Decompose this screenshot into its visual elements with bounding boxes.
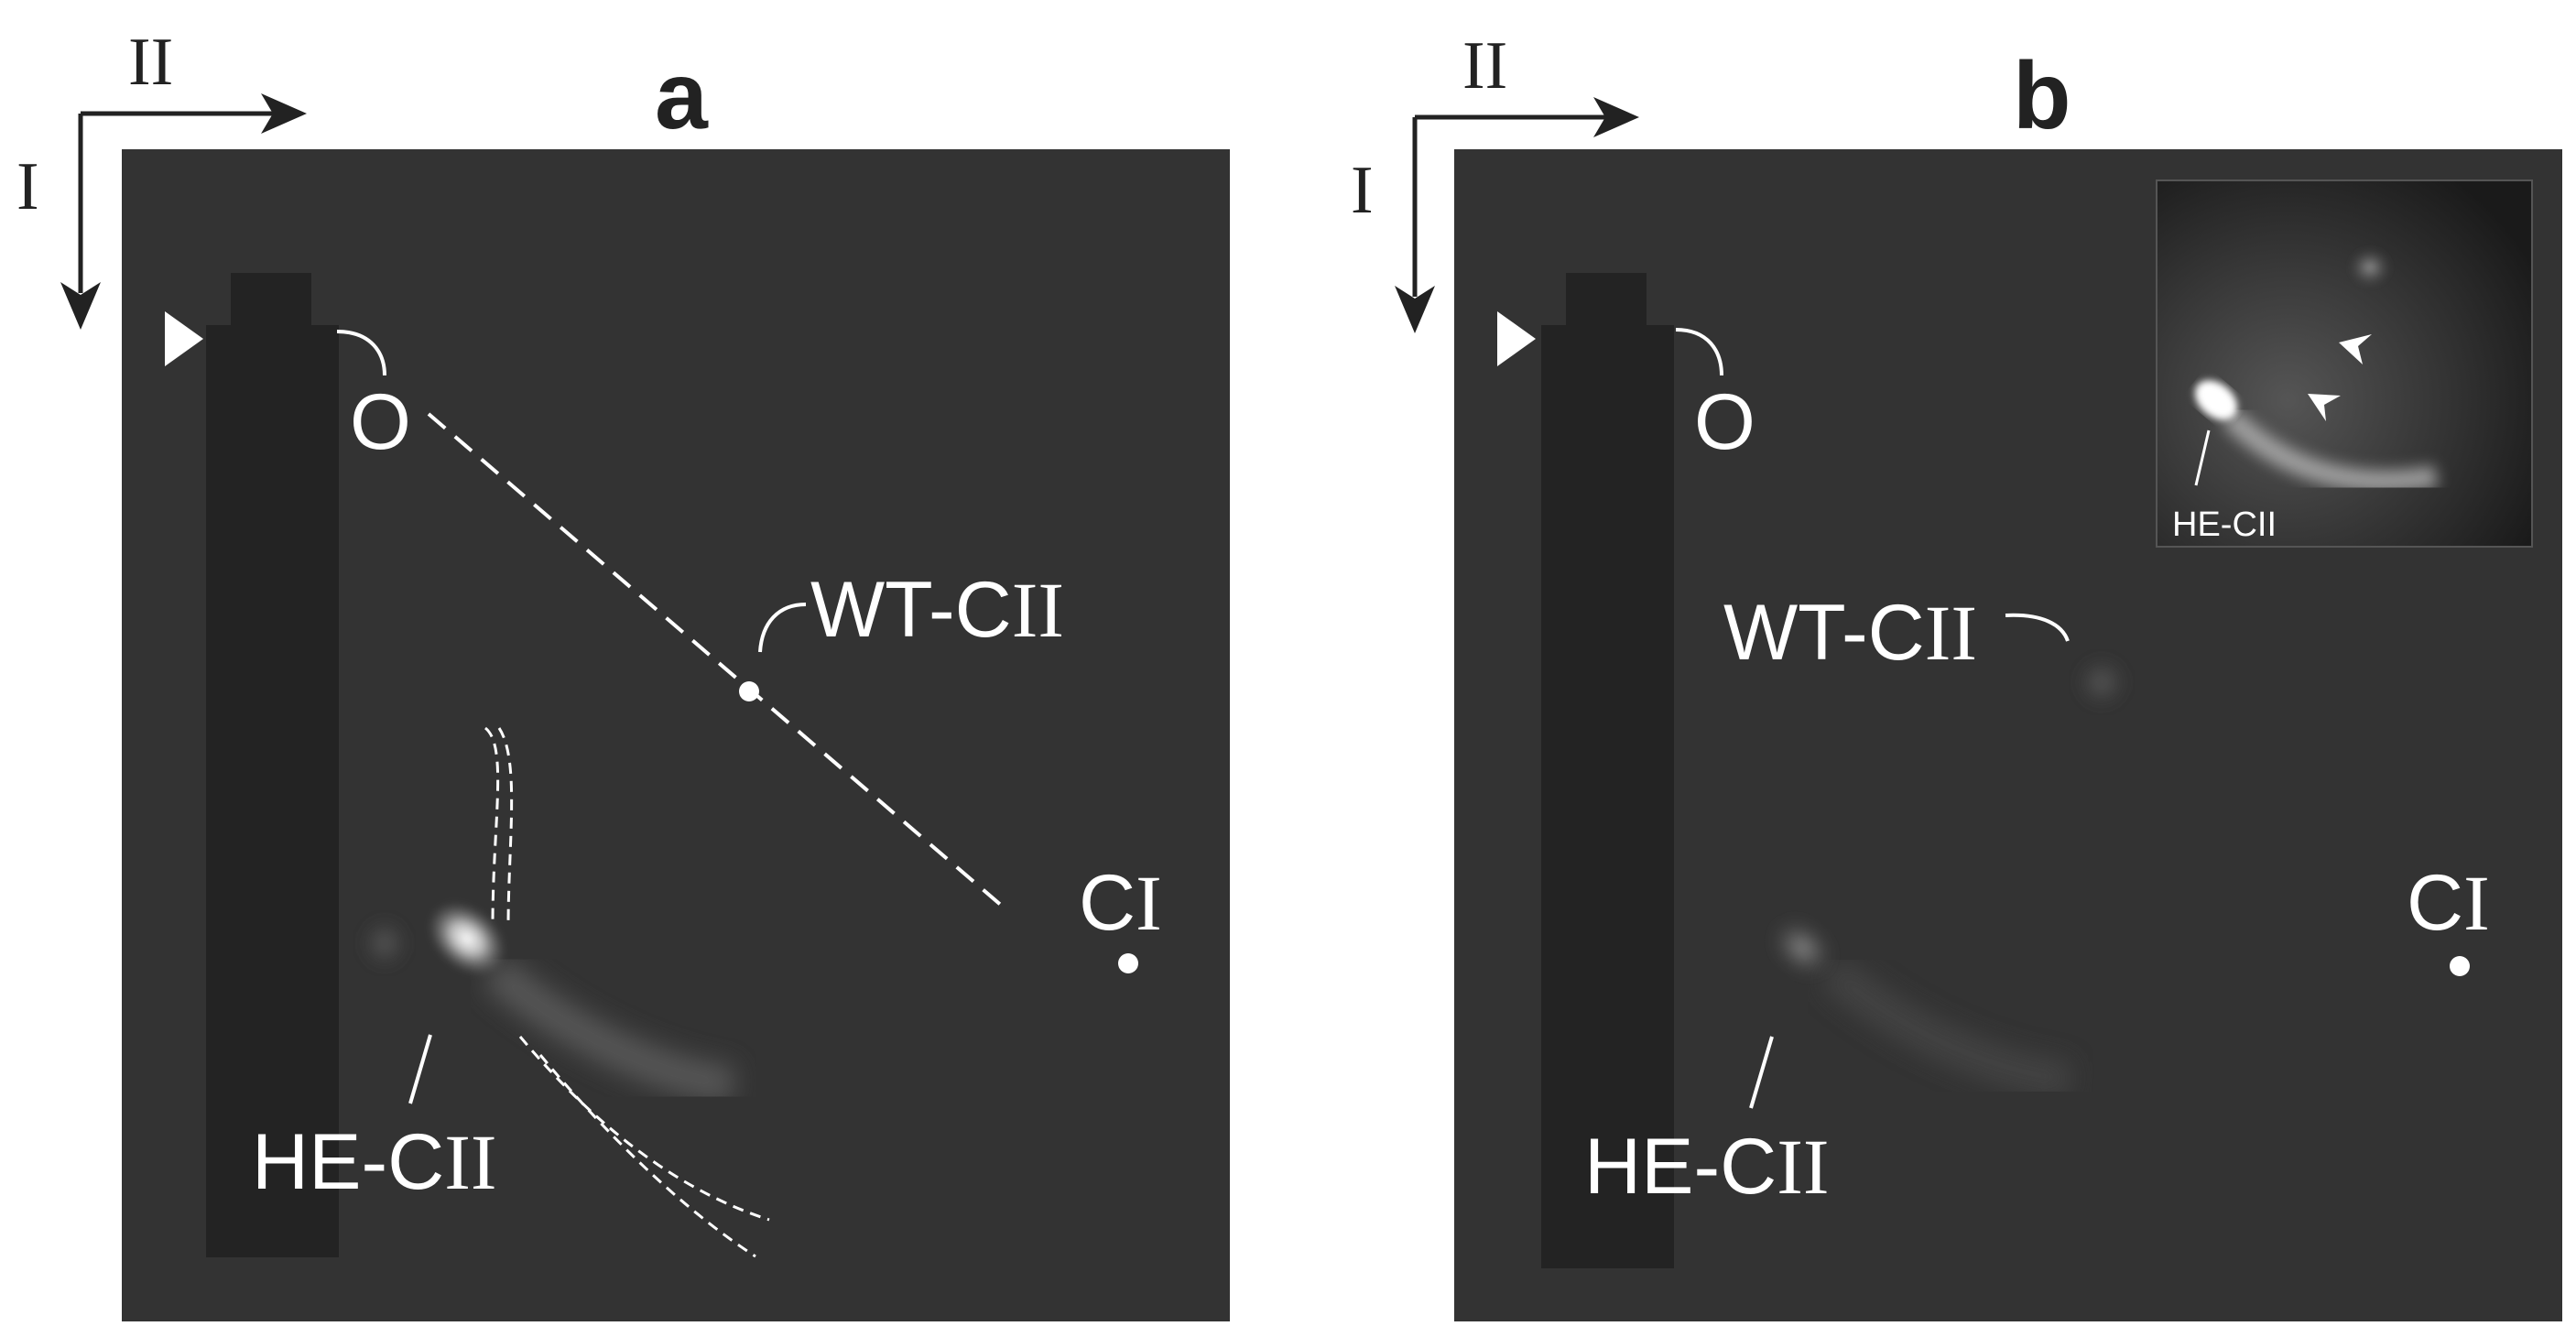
first-dimension-strip-a <box>206 325 339 1257</box>
wt-cii-dot-a <box>739 681 759 701</box>
strip-top-a <box>231 273 311 337</box>
he-cii-spot-b <box>1770 655 2129 1099</box>
he-cii-label-a: HE-CII <box>252 1118 497 1206</box>
origin-label-b: O <box>1694 378 1755 466</box>
wt-cii-label-b: WT-CII <box>1723 589 1977 677</box>
wt-cii-spot-b <box>2074 655 2129 710</box>
panel-a: a II I O WT-CII CI <box>16 25 1230 1321</box>
arrow-right-icon <box>261 93 307 134</box>
ci-label-b: CI <box>2407 859 2490 947</box>
axis-label-first-a: I <box>16 149 39 224</box>
arrow-down-icon <box>1395 286 1435 333</box>
start-marker-b <box>1497 311 1536 366</box>
panel-letter-a: a <box>655 43 709 149</box>
diagonal-line-a <box>427 412 1005 908</box>
he-cii-label-b: HE-CII <box>1584 1123 1830 1211</box>
inset-label-b: HE-CII <box>2172 505 2277 544</box>
wt-cii-label-a: WT-CII <box>810 566 1064 654</box>
axis-label-second-b: II <box>1462 28 1507 103</box>
inset-arrowhead-1-icon <box>2339 334 2372 364</box>
first-dimension-strip-b <box>1541 325 1674 1268</box>
dashed-traces-a <box>484 726 770 1258</box>
axis-label-second-a: II <box>128 25 173 100</box>
inset-arrowhead-2-icon <box>2308 394 2341 421</box>
arrow-down-icon <box>60 282 101 330</box>
panel-b: b II I O WT-CII CI HE-CII <box>1351 28 2562 1321</box>
ci-dot-b <box>2450 956 2470 976</box>
panel-letter-b: b <box>2013 43 2071 149</box>
ci-label-a: CI <box>1079 859 1162 947</box>
ci-dot-a <box>1118 953 1138 973</box>
axis-arrows-b <box>1395 97 1639 333</box>
start-marker-a <box>165 311 203 366</box>
strip-top-b <box>1566 273 1647 337</box>
axis-label-first-b: I <box>1351 153 1374 228</box>
he-cii-spot-a <box>359 901 735 1103</box>
origin-label-a: O <box>350 378 411 466</box>
axis-arrows-a <box>60 93 307 330</box>
arrow-right-icon <box>1593 97 1639 137</box>
inset-image-b: HE-CII <box>2156 179 2533 548</box>
